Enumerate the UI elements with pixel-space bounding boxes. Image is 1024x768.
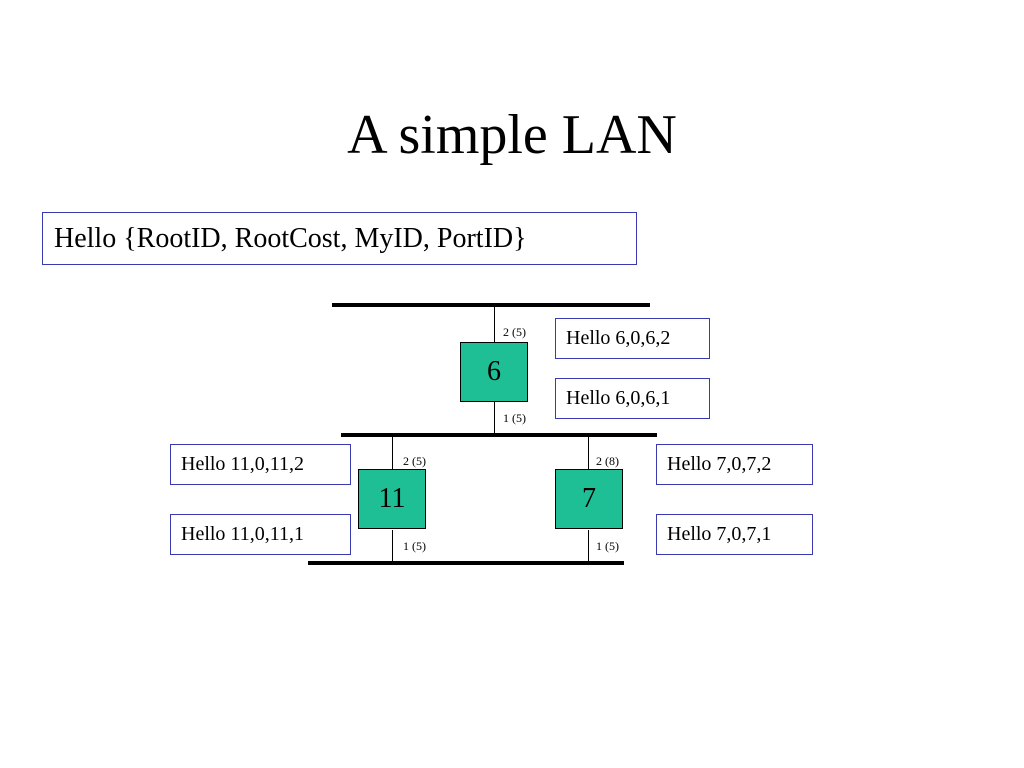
hello-box-b7-port1: Hello 7,0,7,1 bbox=[656, 514, 813, 555]
port-label-b11-top: 2 (5) bbox=[403, 454, 426, 468]
hello-format-box: Hello {RootID, RootCost, MyID, PortID} bbox=[42, 212, 637, 265]
bridge-7: 7 bbox=[555, 469, 623, 529]
port-label-b6-top: 2 (5) bbox=[503, 325, 526, 339]
lan-bus-bottom bbox=[308, 561, 624, 565]
link-b7-top bbox=[588, 437, 589, 469]
port-label-b6-bottom: 1 (5) bbox=[503, 411, 526, 425]
hello-box-b7-port2: Hello 7,0,7,2 bbox=[656, 444, 813, 485]
port-label-b11-bottom: 1 (5) bbox=[403, 539, 426, 553]
hello-box-b6-port2: Hello 6,0,6,2 bbox=[555, 318, 710, 359]
lan-bus-top bbox=[332, 303, 650, 307]
bridge-11: 11 bbox=[358, 469, 426, 529]
bridge-6: 6 bbox=[460, 342, 528, 402]
hello-box-b11-port2: Hello 11,0,11,2 bbox=[170, 444, 351, 485]
link-b7-bottom bbox=[588, 530, 589, 561]
link-b6-top bbox=[494, 307, 495, 342]
lan-bus-middle bbox=[341, 433, 657, 437]
port-label-b7-top: 2 (8) bbox=[596, 454, 619, 468]
hello-box-b11-port1: Hello 11,0,11,1 bbox=[170, 514, 351, 555]
link-b11-bottom bbox=[392, 530, 393, 561]
port-label-b7-bottom: 1 (5) bbox=[596, 539, 619, 553]
link-b11-top bbox=[392, 437, 393, 469]
hello-box-b6-port1: Hello 6,0,6,1 bbox=[555, 378, 710, 419]
link-b6-bottom bbox=[494, 401, 495, 433]
slide-title: A simple LAN bbox=[347, 104, 677, 166]
